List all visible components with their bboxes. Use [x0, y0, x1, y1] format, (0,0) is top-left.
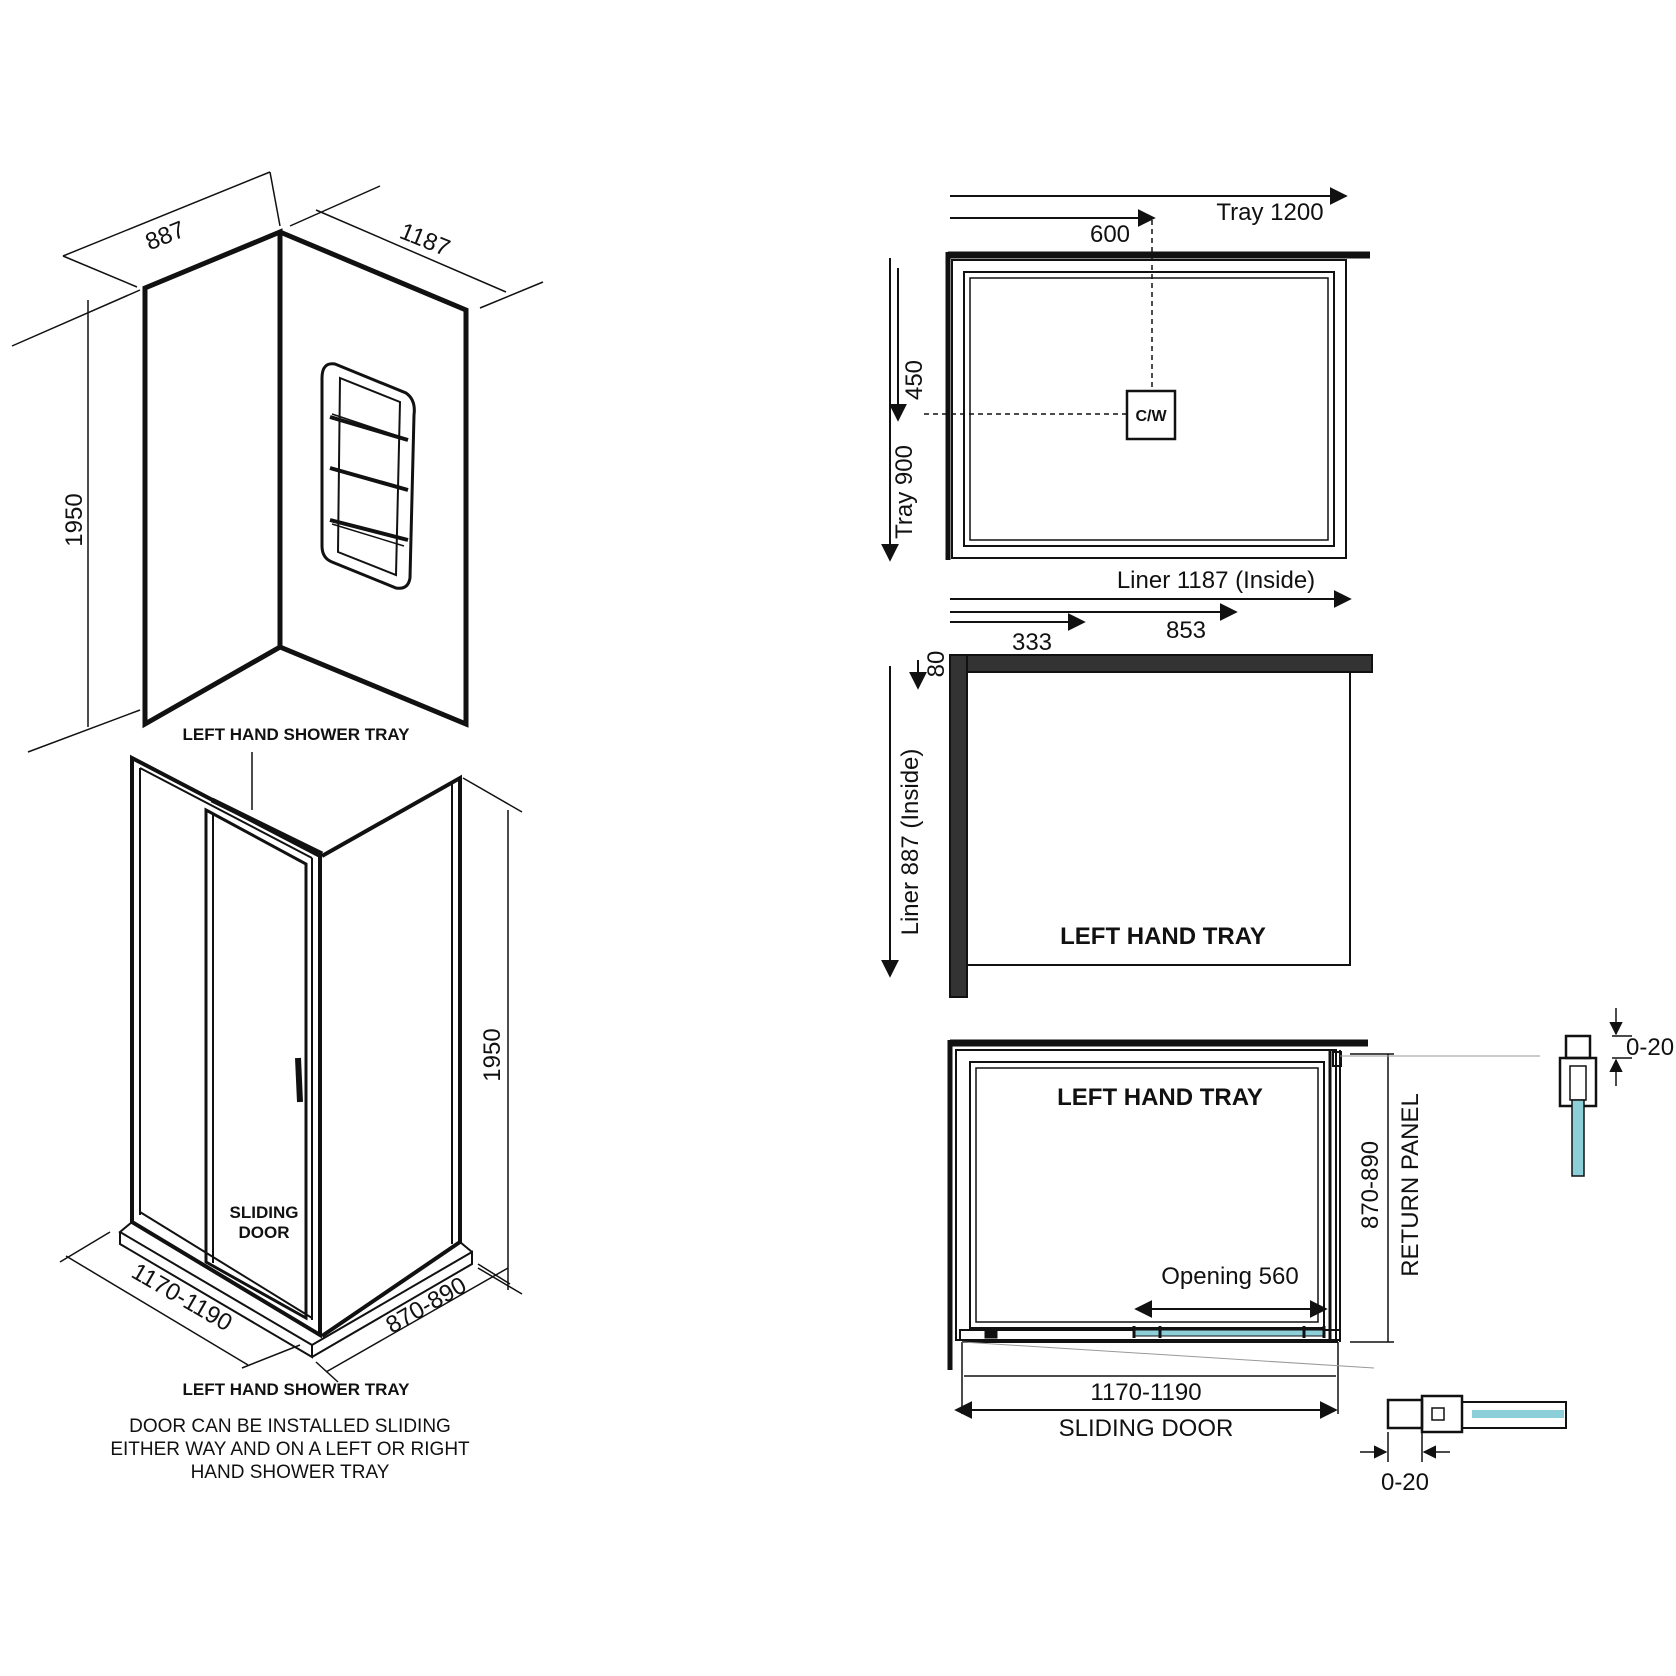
- wall-channel-detail-vertical: [1558, 1008, 1632, 1177]
- sliding-door-panel: [204, 807, 308, 1321]
- sliding-door-label: SLIDING DOOR: [1059, 1415, 1234, 1442]
- note-line1: DOOR CAN BE INSTALLED SLIDING: [129, 1416, 451, 1437]
- note-line2: EITHER WAY AND ON A LEFT OR RIGHT: [110, 1439, 470, 1460]
- wall-channel-detail-horizontal: [1360, 1394, 1567, 1462]
- liner-isometric: [11, 171, 544, 753]
- liner-plan-label: LEFT HAND TRAY: [1060, 923, 1266, 950]
- return-panel-label: RETURN PANEL: [1397, 1093, 1424, 1277]
- liner-wall-right: [279, 229, 469, 728]
- liner-top-offset: 80: [923, 651, 950, 678]
- enclosure-plan-label: LEFT HAND TRAY: [1057, 1084, 1263, 1111]
- door-handle: [295, 1057, 303, 1103]
- liner-offset-b: 853: [1166, 617, 1206, 644]
- door-frame: [130, 754, 322, 1339]
- side-range-label: 870-890: [1357, 1141, 1384, 1229]
- waste-label: C/W: [1135, 408, 1167, 425]
- waste-offset-x: 600: [1090, 221, 1130, 248]
- tray-outline: [951, 259, 1347, 559]
- waste-offset-y: 450: [901, 360, 928, 400]
- adjust-right-label: 0-20: [1626, 1034, 1674, 1061]
- liner-height-dim: 1950: [61, 493, 88, 546]
- enclosure-isometric: [59, 752, 523, 1383]
- liner-offset-a: 333: [1012, 629, 1052, 656]
- waste-square: [1125, 389, 1177, 441]
- liner-side-wall: [949, 654, 968, 998]
- shelf-niche: [320, 362, 416, 590]
- liner-width-label: Liner 1187 (Inside): [1117, 567, 1315, 594]
- door-label-line2: DOOR: [239, 1223, 290, 1242]
- liner-wall-left: [142, 228, 283, 729]
- enclosure-height-dim: 1950: [479, 1028, 506, 1081]
- enclosure-caption: LEFT HAND SHOWER TRAY: [183, 1380, 411, 1399]
- enclosure-side-dim: 870-890: [381, 1272, 471, 1339]
- liner-plan: [881, 590, 1373, 998]
- liner-depth-label: Liner 887 (Inside): [897, 749, 924, 936]
- front-range-label: 1170-1190: [1090, 1379, 1201, 1406]
- door-label-line1: SLIDING: [230, 1203, 299, 1222]
- opening-label: Opening 560: [1161, 1263, 1298, 1290]
- liner-back-wall: [949, 654, 1373, 673]
- liner-floor-outline: [966, 671, 1351, 966]
- return-panel: [320, 774, 462, 1338]
- note-line3: HAND SHOWER TRAY: [191, 1462, 390, 1483]
- tray-depth-label: Tray 900: [891, 445, 918, 539]
- liner-caption: LEFT HAND SHOWER TRAY: [183, 725, 411, 744]
- enclosure-plan: [947, 1039, 1540, 1419]
- tray-plan: [881, 187, 1370, 562]
- tray-width-label: Tray 1200: [1216, 199, 1323, 226]
- liner-width-dim: 1187: [396, 218, 454, 262]
- adjust-bottom-label: 0-20: [1381, 1469, 1429, 1496]
